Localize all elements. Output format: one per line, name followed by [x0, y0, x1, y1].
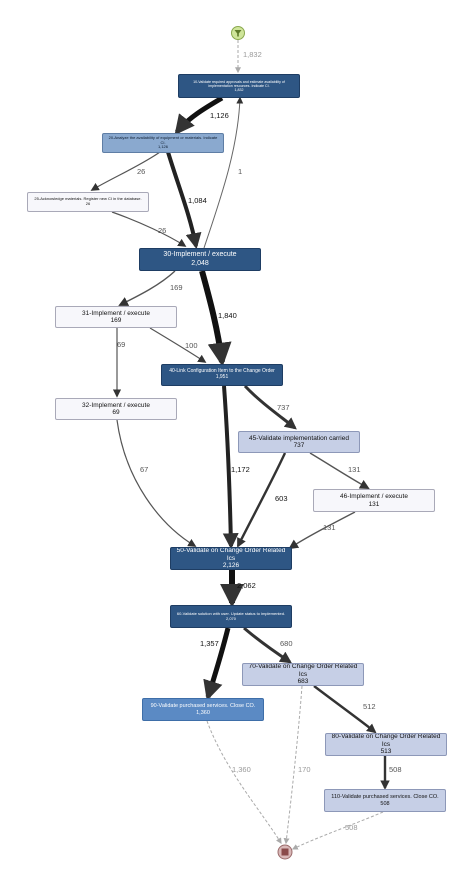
node-title: 25-Acknowledge materials. Register new C…: [34, 196, 142, 202]
node-count: 513: [380, 748, 392, 756]
node-title: 32-Implement / execute: [82, 401, 150, 409]
edge-label-90-to-end: 1,360: [232, 765, 251, 774]
edge-70-to-80: [313, 685, 377, 734]
node-count: 1,360: [196, 709, 210, 716]
edge-label-60-to-70: 680: [280, 639, 293, 648]
edge-label-31-to-32: 69: [117, 340, 125, 349]
edge-10-to-20: [174, 95, 224, 136]
edge-32-to-50: [116, 419, 197, 547]
node-80-validate-related-ics[interactable]: 80-Validate on Change Order Related Ics …: [325, 733, 447, 756]
node-count: 169: [110, 317, 122, 324]
edge-label-30-to-31: 169: [170, 283, 183, 292]
node-70-validate-related-ics[interactable]: 70-Validate on Change Order Related Ics …: [242, 663, 364, 686]
node-count: 131: [368, 500, 380, 508]
edge-45-to-46: [309, 452, 370, 489]
node-title: 50-Validate on Change Order Related Ics: [176, 547, 286, 562]
node-110-validate-purchased-services[interactable]: 110-Validate purchased services. Close C…: [324, 789, 446, 812]
edge-30-to-40: [199, 270, 232, 367]
node-title: 110-Validate purchased services. Close C…: [331, 794, 439, 801]
edge-label-start-to-10: 1,832: [243, 50, 262, 59]
edge-20-to-25: [90, 151, 161, 191]
node-count: 2,048: [191, 259, 209, 267]
node-title: 90-Validate purchased services. Close CO…: [150, 703, 256, 710]
node-31-implement-execute[interactable]: 31-Implement / execute 169: [55, 306, 177, 328]
edge-label-60-to-90: 1,357: [200, 639, 219, 648]
node-60-validate-solution[interactable]: 60-Validate solution with user. Update s…: [170, 605, 292, 628]
edge-31-to-40: [149, 327, 207, 363]
node-30-implement-execute[interactable]: 30-Implement / execute 2,048: [139, 248, 261, 271]
node-20-analyze-availability[interactable]: 20-Analyze the availability of equipment…: [102, 133, 224, 153]
node-count: 737: [293, 442, 305, 449]
node-46-implement-execute[interactable]: 46-Implement / execute 131: [313, 489, 435, 512]
edge-20-to-30: [166, 151, 202, 250]
edge-label-30-to-40: 1,840: [218, 311, 237, 320]
edge-110-to-end: [291, 811, 384, 850]
edge-label-20-to-30: 1,084: [188, 196, 207, 205]
edge-label-50-to-60: 2,062: [237, 581, 256, 590]
node-title: 10-Validate required approvals and estim…: [193, 79, 285, 88]
node-count: 1,951: [215, 374, 229, 380]
node-title: 46-Implement / execute: [340, 493, 408, 501]
node-count: 2,070: [225, 615, 236, 621]
node-title: 40-Link Configuration Item to the Change…: [169, 368, 275, 375]
node-count: 69: [112, 409, 120, 416]
edge-60-to-70: [243, 626, 292, 664]
node-10-validate-approvals[interactable]: 10-Validate required approvals and estim…: [178, 74, 300, 98]
node-title: 60-Validate solution with user. Update s…: [176, 610, 286, 616]
end-icon: [277, 844, 293, 860]
node-count: 1,832: [234, 88, 244, 93]
edge-40-to-45: [243, 384, 297, 430]
edge-label-110-to-end: 508: [345, 823, 358, 832]
node-50-validate-related-ics[interactable]: 50-Validate on Change Order Related Ics …: [170, 547, 292, 570]
edge-25-to-30: [111, 211, 187, 247]
edge-40-to-50: [222, 385, 239, 550]
node-title: 70-Validate on Change Order Related Ics: [248, 663, 358, 678]
edge-30-to-31: [118, 270, 176, 306]
edge-label-40-to-45: 737: [277, 403, 290, 412]
node-32-implement-execute[interactable]: 32-Implement / execute 69: [55, 398, 177, 420]
node-45-validate-implementation[interactable]: 45-Validate implementation carried 737: [238, 431, 360, 453]
node-90-validate-purchased-services[interactable]: 90-Validate purchased services. Close CO…: [142, 698, 264, 721]
edge-label-30-to-10: 1: [238, 167, 242, 176]
edge-30-to-10: [203, 96, 244, 249]
edge-label-46-to-50: 131: [323, 523, 336, 532]
edge-label-45-to-50: 603: [275, 494, 288, 503]
start-icon: [231, 26, 245, 40]
edge-70-to-end: [283, 685, 303, 845]
edge-label-70-to-80: 512: [363, 702, 376, 711]
edge-60-to-90: [203, 627, 231, 701]
node-count: 2,126: [222, 562, 240, 570]
node-title: 45-Validate implementation carried: [249, 434, 349, 442]
edge-label-32-to-50: 67: [140, 465, 148, 474]
edge-label-10-to-20: 1,126: [210, 111, 229, 120]
node-count: 1,126: [157, 144, 168, 150]
edge-label-80-to-110: 508: [389, 765, 402, 774]
node-title: 80-Validate on Change Order Related Ics: [331, 733, 441, 748]
node-count: 26: [85, 201, 91, 206]
edge-label-45-to-46: 131: [348, 465, 361, 474]
node-25-acknowledge-materials[interactable]: 25-Acknowledge materials. Register new C…: [27, 192, 149, 212]
edge-label-31-to-40: 100: [185, 341, 198, 350]
edge-label-20-to-25: 26: [137, 167, 145, 176]
edge-90-to-end: [206, 720, 282, 845]
edge-45-to-50: [236, 452, 287, 548]
edge-label-70-to-end: 170: [298, 765, 311, 774]
edge-label-40-to-50: 1,172: [231, 465, 250, 474]
node-title: 31-Implement / execute: [82, 309, 150, 317]
edge-46-to-50: [288, 511, 356, 550]
node-40-link-configuration-item[interactable]: 40-Link Configuration Item to the Change…: [161, 364, 283, 386]
node-count: 683: [297, 678, 309, 686]
edge-label-25-to-30: 26: [158, 226, 166, 235]
node-title: 20-Analyze the availability of equipment…: [108, 135, 218, 145]
node-count: 508: [380, 800, 390, 807]
node-title: 30-Implement / execute: [163, 251, 237, 259]
